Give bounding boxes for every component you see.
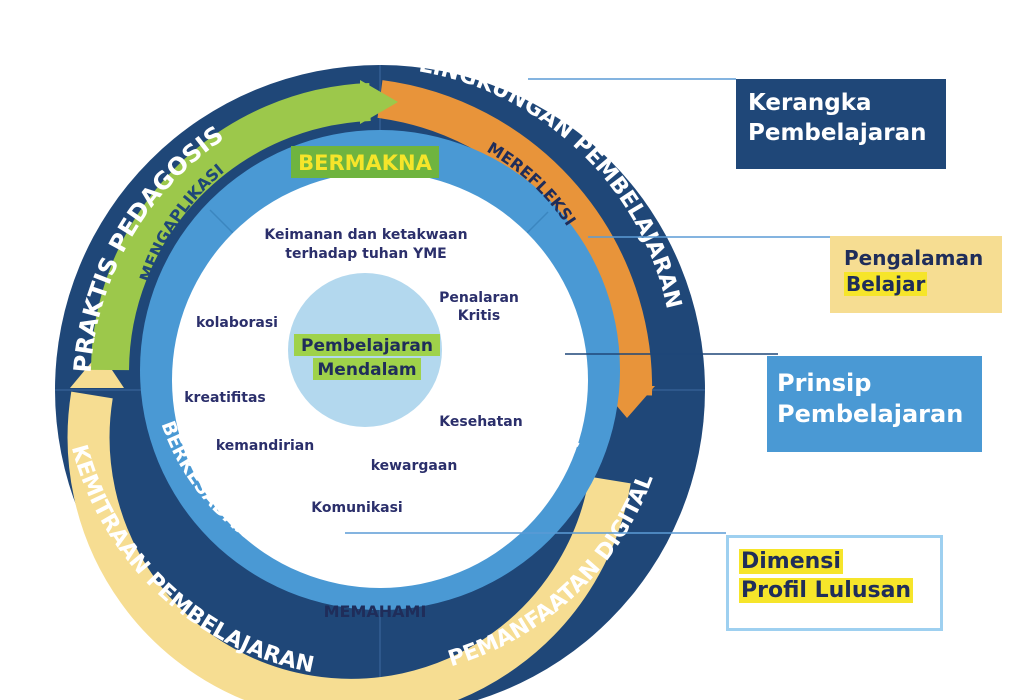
yellow-arrowhead [70, 352, 124, 388]
dimension-penalaran-line2: Kritis [458, 308, 500, 324]
label-bermakna: BERMAKNA [298, 151, 433, 175]
center-label-line2: Mendalam [317, 360, 416, 380]
green-arrowhead [360, 80, 398, 124]
bermakna-highlight [291, 146, 439, 178]
center-highlight [294, 334, 440, 356]
legend-kerangka-line1: Kerangka [748, 90, 872, 116]
dimension-keimanan-line1: Keimanan dan ketakwaan [264, 227, 467, 243]
dimension-komunikasi: Komunikasi [311, 500, 402, 516]
dimension-kolaborasi: kolaborasi [196, 315, 278, 331]
legend-dimensi-line1: Dimensi [739, 549, 843, 574]
center-highlight [313, 358, 421, 380]
dimension-kesehatan: Kesehatan [439, 414, 522, 430]
legend-kerangka-line2: Pembelajaran [748, 119, 927, 146]
dimension-kewargaan: kewargaan [371, 458, 458, 474]
center-label-line1: Pembelajaran [301, 336, 433, 356]
legend-dimensi-profil-lulusan: Dimensi Profil Lulusan [726, 535, 943, 631]
legend-pengalaman-belajar: Pengalaman Belajar [830, 236, 1002, 313]
dimension-keimanan-line2: terhadap tuhan YME [285, 246, 446, 262]
dimension-kemandirian: kemandirian [216, 438, 314, 454]
legend-prinsip-line2: Pembelajaran [777, 400, 964, 429]
orange-arrow [377, 80, 653, 396]
dimension-kreatifitas: kreatifitas [184, 390, 266, 406]
label-memahami: MEMAHAMI [324, 602, 427, 621]
legend-prinsip-line1: Prinsip [777, 369, 872, 397]
dimension-penalaran-line1: Penalaran [439, 290, 519, 306]
yellow-arrow [67, 391, 631, 700]
green-arrow [91, 83, 371, 371]
legend-prinsip-pembelajaran: Prinsip Pembelajaran [767, 356, 982, 452]
legend-pengalaman-line1: Pengalaman [844, 246, 984, 270]
legend-dimensi-line2: Profil Lulusan [739, 577, 914, 603]
legend-pengalaman-line2: Belajar [844, 272, 928, 296]
legend-kerangka-pembelajaran: Kerangka Pembelajaran [736, 79, 946, 169]
